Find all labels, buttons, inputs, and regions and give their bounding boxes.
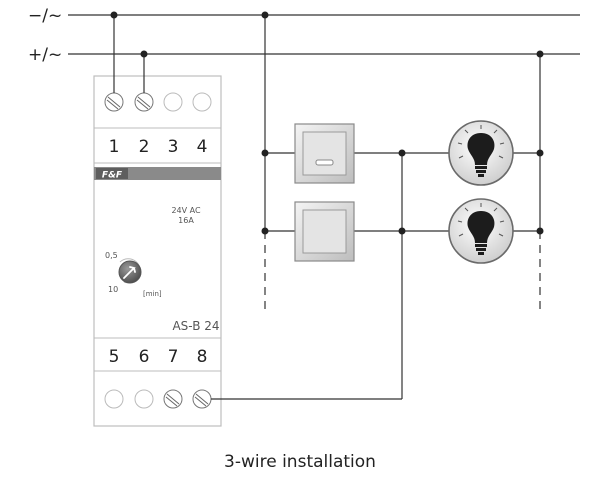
device-model: AS-B 24: [172, 319, 219, 333]
diagram-caption: 3-wire installation: [224, 452, 376, 472]
light-bulb-icon: [457, 203, 505, 255]
brand-strip: F&F: [94, 167, 221, 181]
positive-rail-label: +/~: [28, 45, 62, 65]
junction-dot: [140, 50, 148, 58]
junction-dot: [536, 149, 544, 157]
terminal-number-2: 2: [139, 137, 150, 157]
terminal-6-empty: [134, 389, 154, 409]
junction-dot: [261, 149, 269, 157]
rating-current: 16A: [178, 216, 194, 225]
positive-rail: +/~: [28, 45, 580, 65]
screw-terminal-7: [163, 389, 183, 409]
knob-unit-label: [min]: [143, 290, 162, 298]
terminal-number-7: 7: [168, 347, 179, 367]
terminal-number-6: 6: [139, 347, 150, 367]
knob-max-label: 10: [108, 285, 118, 294]
terminal-4-empty: [192, 92, 212, 112]
wires: [113, 15, 541, 400]
terminal-number-5: 5: [109, 347, 120, 367]
junction-dot: [536, 227, 544, 235]
junction-dots: [110, 11, 544, 235]
push-button-lower: [294, 201, 355, 262]
junction-dot: [261, 11, 269, 19]
terminal-number-8: 8: [197, 347, 208, 367]
lamp-lower: [448, 198, 514, 264]
light-bulb-icon: [457, 125, 505, 177]
terminal-3-empty: [163, 92, 183, 112]
terminal-number-1: 1: [109, 137, 120, 157]
negative-rail-label: −/~: [28, 6, 62, 26]
brand-logo: F&F: [102, 171, 123, 181]
time-setting-knob: [118, 258, 142, 284]
lamp-upper: [448, 120, 514, 186]
junction-dot: [261, 227, 269, 235]
screw-terminal-1: [104, 92, 124, 112]
knob-min-label: 0,5: [105, 251, 118, 260]
junction-dot: [536, 50, 544, 58]
junction-dot: [398, 227, 406, 235]
screw-terminal-8: [192, 389, 212, 409]
screw-terminal-2: [134, 92, 154, 112]
junction-dot: [110, 11, 118, 19]
terminal-number-4: 4: [197, 137, 208, 157]
junction-dot: [398, 149, 406, 157]
push-button-upper: [294, 123, 355, 184]
rating-voltage: 24V AC: [171, 206, 201, 215]
timer-relay-device: 1 2 3 4 F&F 24V AC 16A 0,5 10 [min] AS-B…: [93, 75, 222, 427]
terminal-number-3: 3: [168, 137, 179, 157]
negative-rail: −/~: [28, 6, 580, 26]
terminal-5-empty: [104, 389, 124, 409]
